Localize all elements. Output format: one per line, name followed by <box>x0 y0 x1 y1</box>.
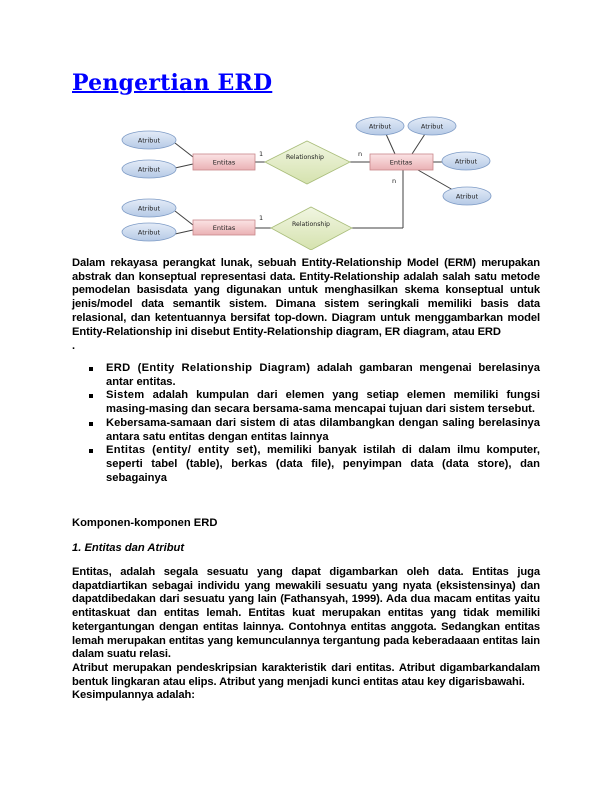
cardinality-label: n <box>358 150 362 158</box>
svg-text:Entitas: Entitas <box>213 224 236 232</box>
definition: , adalah segala sesuatu yang dapat digam… <box>72 566 540 661</box>
attribute-ellipse: Atribut <box>121 159 177 179</box>
svg-text:Atribut: Atribut <box>138 229 161 237</box>
svg-text:Relationship: Relationship <box>286 154 324 161</box>
svg-text:Atribut: Atribut <box>369 123 392 131</box>
definition: adalah gambaran mengenai berelasinya ant… <box>106 362 540 388</box>
definition: adalah kumpulan dari elemen yang setiap … <box>106 389 540 416</box>
entity-box: Entitas <box>369 153 434 171</box>
definition-list: ERD (Entity Relationship Diagram) adalah… <box>72 362 540 485</box>
erd-diagram-svg: Atribut Atribut Entitas 1 Relationship n <box>121 116 492 250</box>
definition: , memiliki banyak istilah di dalam ilmu … <box>106 444 540 484</box>
svg-text:Entitas: Entitas <box>390 159 413 167</box>
page-title[interactable]: Pengertian ERD <box>72 70 273 96</box>
svg-text:Atribut: Atribut <box>456 193 479 201</box>
list-item: Entitas (entity/ entity set), memiliki b… <box>72 444 540 485</box>
definition: Kebersama-samaan dari sistem di atas dil… <box>106 416 540 443</box>
attribute-ellipse: Atribut <box>121 222 177 242</box>
list-item: Kebersama-samaan dari sistem di atas dil… <box>72 417 540 444</box>
svg-text:Relationship: Relationship <box>292 221 330 228</box>
entity-box: Entitas <box>192 219 256 236</box>
bullet-icon <box>89 449 93 454</box>
relationship-diamond: Relationship <box>270 206 353 250</box>
entitas-atribut-section: Entitas, adalah segala sesuatu yang dapa… <box>72 566 540 703</box>
term: Sistem <box>106 389 145 402</box>
relationship-diamond: Relationship <box>264 140 351 185</box>
term: Atribut <box>72 661 108 674</box>
definition: merupakan pendeskripsian karakteristik d… <box>72 661 540 688</box>
bullet-icon <box>89 394 93 399</box>
subsection-heading: 1. Entitas dan Atribut <box>72 542 185 554</box>
attribute-ellipse: Atribut <box>355 116 405 136</box>
svg-text:Atribut: Atribut <box>455 158 478 166</box>
dot-line: . <box>72 340 76 352</box>
entitas-paragraph: Entitas, adalah segala sesuatu yang dapa… <box>72 566 540 662</box>
attribute-ellipse: Atribut <box>442 186 492 206</box>
list-item: Sistem adalah kumpulan dari elemen yang … <box>72 389 540 416</box>
attribute-ellipse: Atribut <box>121 198 177 218</box>
bullet-icon <box>89 421 93 426</box>
svg-text:Atribut: Atribut <box>138 205 161 213</box>
atribut-paragraph: Atribut merupakan pendeskripsian karakte… <box>72 662 540 689</box>
term: Entitas <box>72 566 109 578</box>
svg-text:Atribut: Atribut <box>421 123 444 131</box>
attribute-ellipse: Atribut <box>441 151 491 171</box>
term: ERD (Entity Relationship Diagram) <box>106 362 311 374</box>
erd-diagram: Atribut Atribut Entitas 1 Relationship n <box>110 110 510 250</box>
intro-paragraph: Dalam rekayasa perangkat lunak, sebuah E… <box>72 257 540 338</box>
list-item: ERD (Entity Relationship Diagram) adalah… <box>72 362 540 389</box>
entity-box: Entitas <box>192 153 256 171</box>
svg-text:Entitas: Entitas <box>213 159 236 167</box>
conclusion-line: Kesimpulannya adalah: <box>72 689 195 702</box>
term: Entitas (entity/ entity set) <box>106 444 258 457</box>
svg-text:Atribut: Atribut <box>138 166 161 174</box>
cardinality-label: 1 <box>259 214 263 222</box>
attribute-ellipse: Atribut <box>407 116 457 136</box>
cardinality-label: n <box>392 177 396 185</box>
attribute-ellipse: Atribut <box>121 130 177 150</box>
svg-text:Atribut: Atribut <box>138 137 161 145</box>
cardinality-label: 1 <box>259 150 263 158</box>
bullet-icon <box>89 367 93 371</box>
section-heading: Komponen-komponen ERD <box>72 517 218 529</box>
connector-lines <box>174 133 454 235</box>
